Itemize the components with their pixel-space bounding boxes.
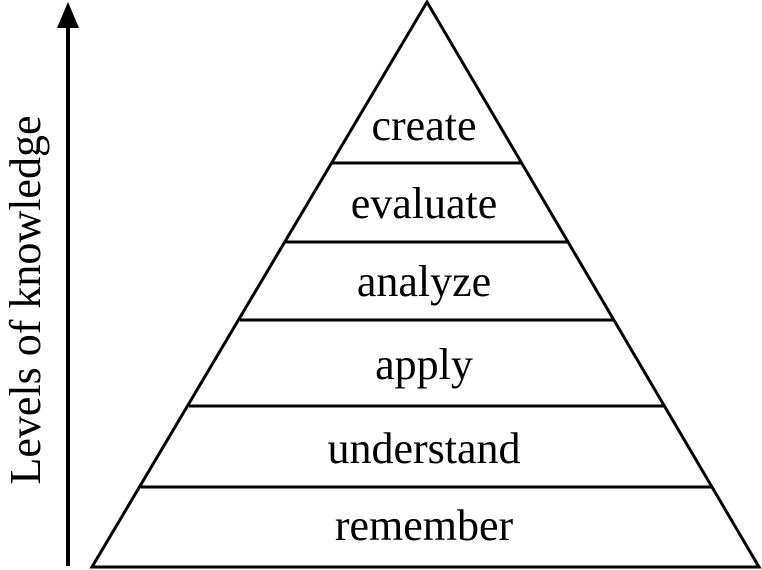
axis-arrowhead	[57, 2, 79, 28]
knowledge-axis: Levels of knowledge	[1, 2, 79, 566]
level-create: create	[372, 101, 477, 150]
level-understand: understand	[327, 424, 520, 473]
level-analyze: analyze	[357, 257, 491, 306]
level-evaluate: evaluate	[351, 179, 498, 228]
level-apply: apply	[375, 340, 473, 389]
level-remember: remember	[335, 501, 514, 550]
axis-label: Levels of knowledge	[1, 116, 50, 485]
pyramid: create evaluate analyze apply understand…	[89, 0, 762, 569]
pyramid-outline	[89, 0, 762, 569]
